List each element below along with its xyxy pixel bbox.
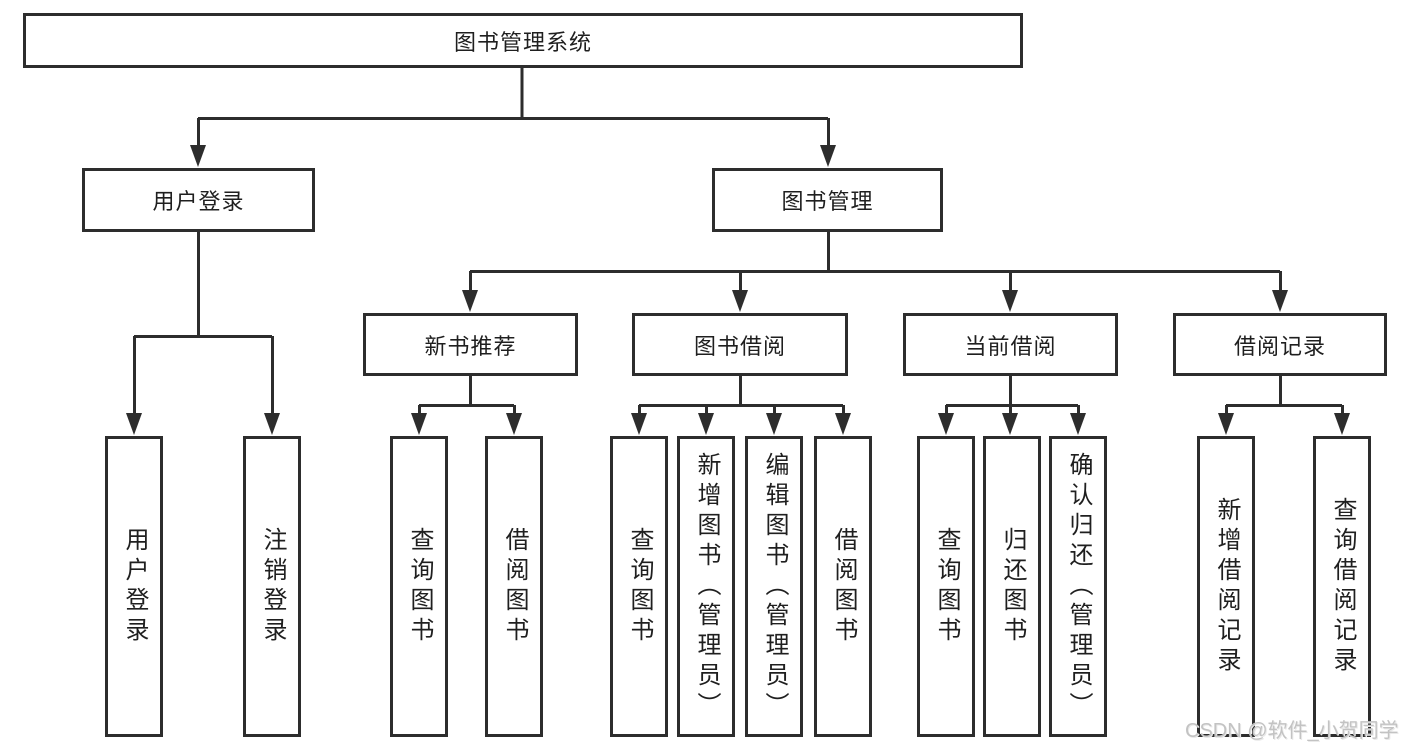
node-user-login: 用户登录	[82, 168, 315, 232]
leaf-label: 编辑图书（管理员）	[761, 451, 788, 722]
node-label: 借阅记录	[1233, 333, 1326, 359]
node-label: 图书管理	[781, 189, 874, 214]
leaf-query-books-current: 查询图书	[917, 436, 975, 737]
leaf-label: 新增图书（管理员）	[693, 451, 720, 722]
leaf-label: 查询图书	[933, 526, 960, 647]
leaf-label: 借阅图书	[830, 526, 857, 647]
leaf-label: 查询图书	[626, 526, 653, 647]
leaf-label: 注销登录	[259, 526, 286, 647]
leaf-label: 查询图书	[406, 526, 433, 647]
leaf-confirm-return-admin: 确认归还（管理员）	[1049, 436, 1107, 737]
leaf-query-books-recommend: 查询图书	[390, 436, 448, 737]
leaf-user-login: 用户登录	[105, 436, 163, 737]
node-borrow-records: 借阅记录	[1173, 313, 1387, 376]
node-book-borrow: 图书借阅	[632, 313, 848, 376]
leaf-add-borrow-record: 新增借阅记录	[1197, 436, 1255, 737]
leaf-query-books-borrow: 查询图书	[610, 436, 668, 737]
node-new-book-recommend: 新书推荐	[363, 313, 578, 376]
node-label: 当前借阅	[964, 333, 1057, 359]
node-label: 用户登录	[152, 189, 245, 214]
csdn-watermark: CSDN @软件_小贺同学	[1185, 720, 1399, 742]
leaf-label: 确认归还（管理员）	[1065, 451, 1092, 722]
leaf-label: 归还图书	[999, 526, 1026, 647]
leaf-label: 借阅图书	[501, 526, 528, 647]
node-label: 图书借阅	[693, 333, 786, 359]
node-library-management-system: 图书管理系统	[23, 13, 1023, 68]
leaf-add-book-admin: 新增图书（管理员）	[677, 436, 735, 737]
leaf-return-book: 归还图书	[983, 436, 1041, 737]
node-book-management: 图书管理	[712, 168, 943, 232]
leaf-logout: 注销登录	[243, 436, 301, 737]
leaf-query-borrow-record: 查询借阅记录	[1313, 436, 1371, 737]
leaf-borrow-books-recommend: 借阅图书	[485, 436, 543, 737]
node-label: 新书推荐	[424, 333, 517, 359]
leaf-label: 查询借阅记录	[1329, 496, 1356, 677]
leaf-label: 新增借阅记录	[1213, 496, 1240, 677]
node-label: 图书管理系统	[453, 29, 592, 55]
node-current-borrow: 当前借阅	[903, 313, 1118, 376]
leaf-borrow-books: 借阅图书	[814, 436, 872, 737]
leaf-edit-book-admin: 编辑图书（管理员）	[745, 436, 803, 737]
leaf-label: 用户登录	[121, 526, 148, 647]
